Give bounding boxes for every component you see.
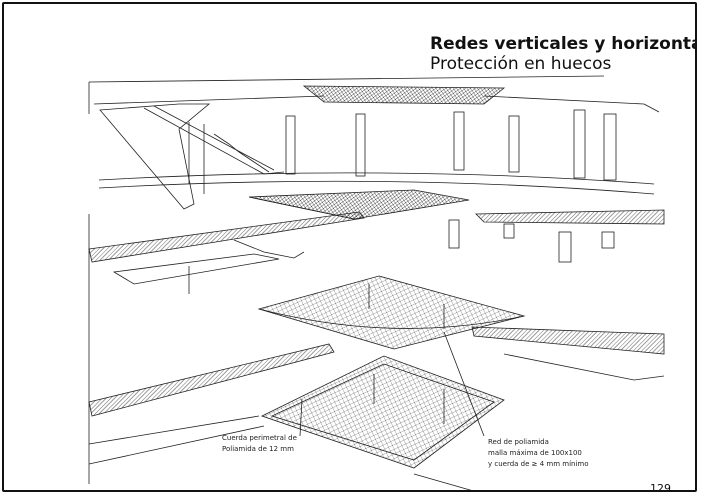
stair-slab [99,103,211,210]
annotation-polyamide-net: Red de poliamida malla máxima de 100x100… [488,437,589,470]
leader-right [443,331,485,437]
annotation-line: Red de poliamida [488,438,549,446]
ceiling-line [88,75,605,83]
leader-left [299,398,303,437]
annotation-line: y cuerda de ≥ 4 mm mínimo [488,460,589,468]
lower-net-slab [257,275,526,350]
hatched-band-left-2 [88,343,335,417]
page-title: Redes verticales y horizontales [430,34,695,54]
top-net-slab [302,85,506,105]
page-frame: Redes verticales y horizontales Protecci… [2,2,697,492]
page-subtitle: Protección en huecos [430,54,612,74]
annotation-line: Poliamida de 12 mm [222,445,294,453]
hatched-band-right-1 [475,209,665,225]
back-columns [285,109,617,181]
annotation-line: malla máxima de 100x100 [488,449,582,457]
page-number: 129 [650,482,671,492]
annotation-perimeter-rope: Cuerda perimetral de Poliamida de 12 mm [222,433,297,455]
annotation-line: Cuerda perimetral de [222,434,297,442]
stair-opening-left [112,253,280,285]
hatched-band-left-1 [88,211,365,263]
hatched-band-right-2 [471,326,665,355]
bottom-net-frame [260,355,505,469]
isometric-drawing [88,75,665,490]
